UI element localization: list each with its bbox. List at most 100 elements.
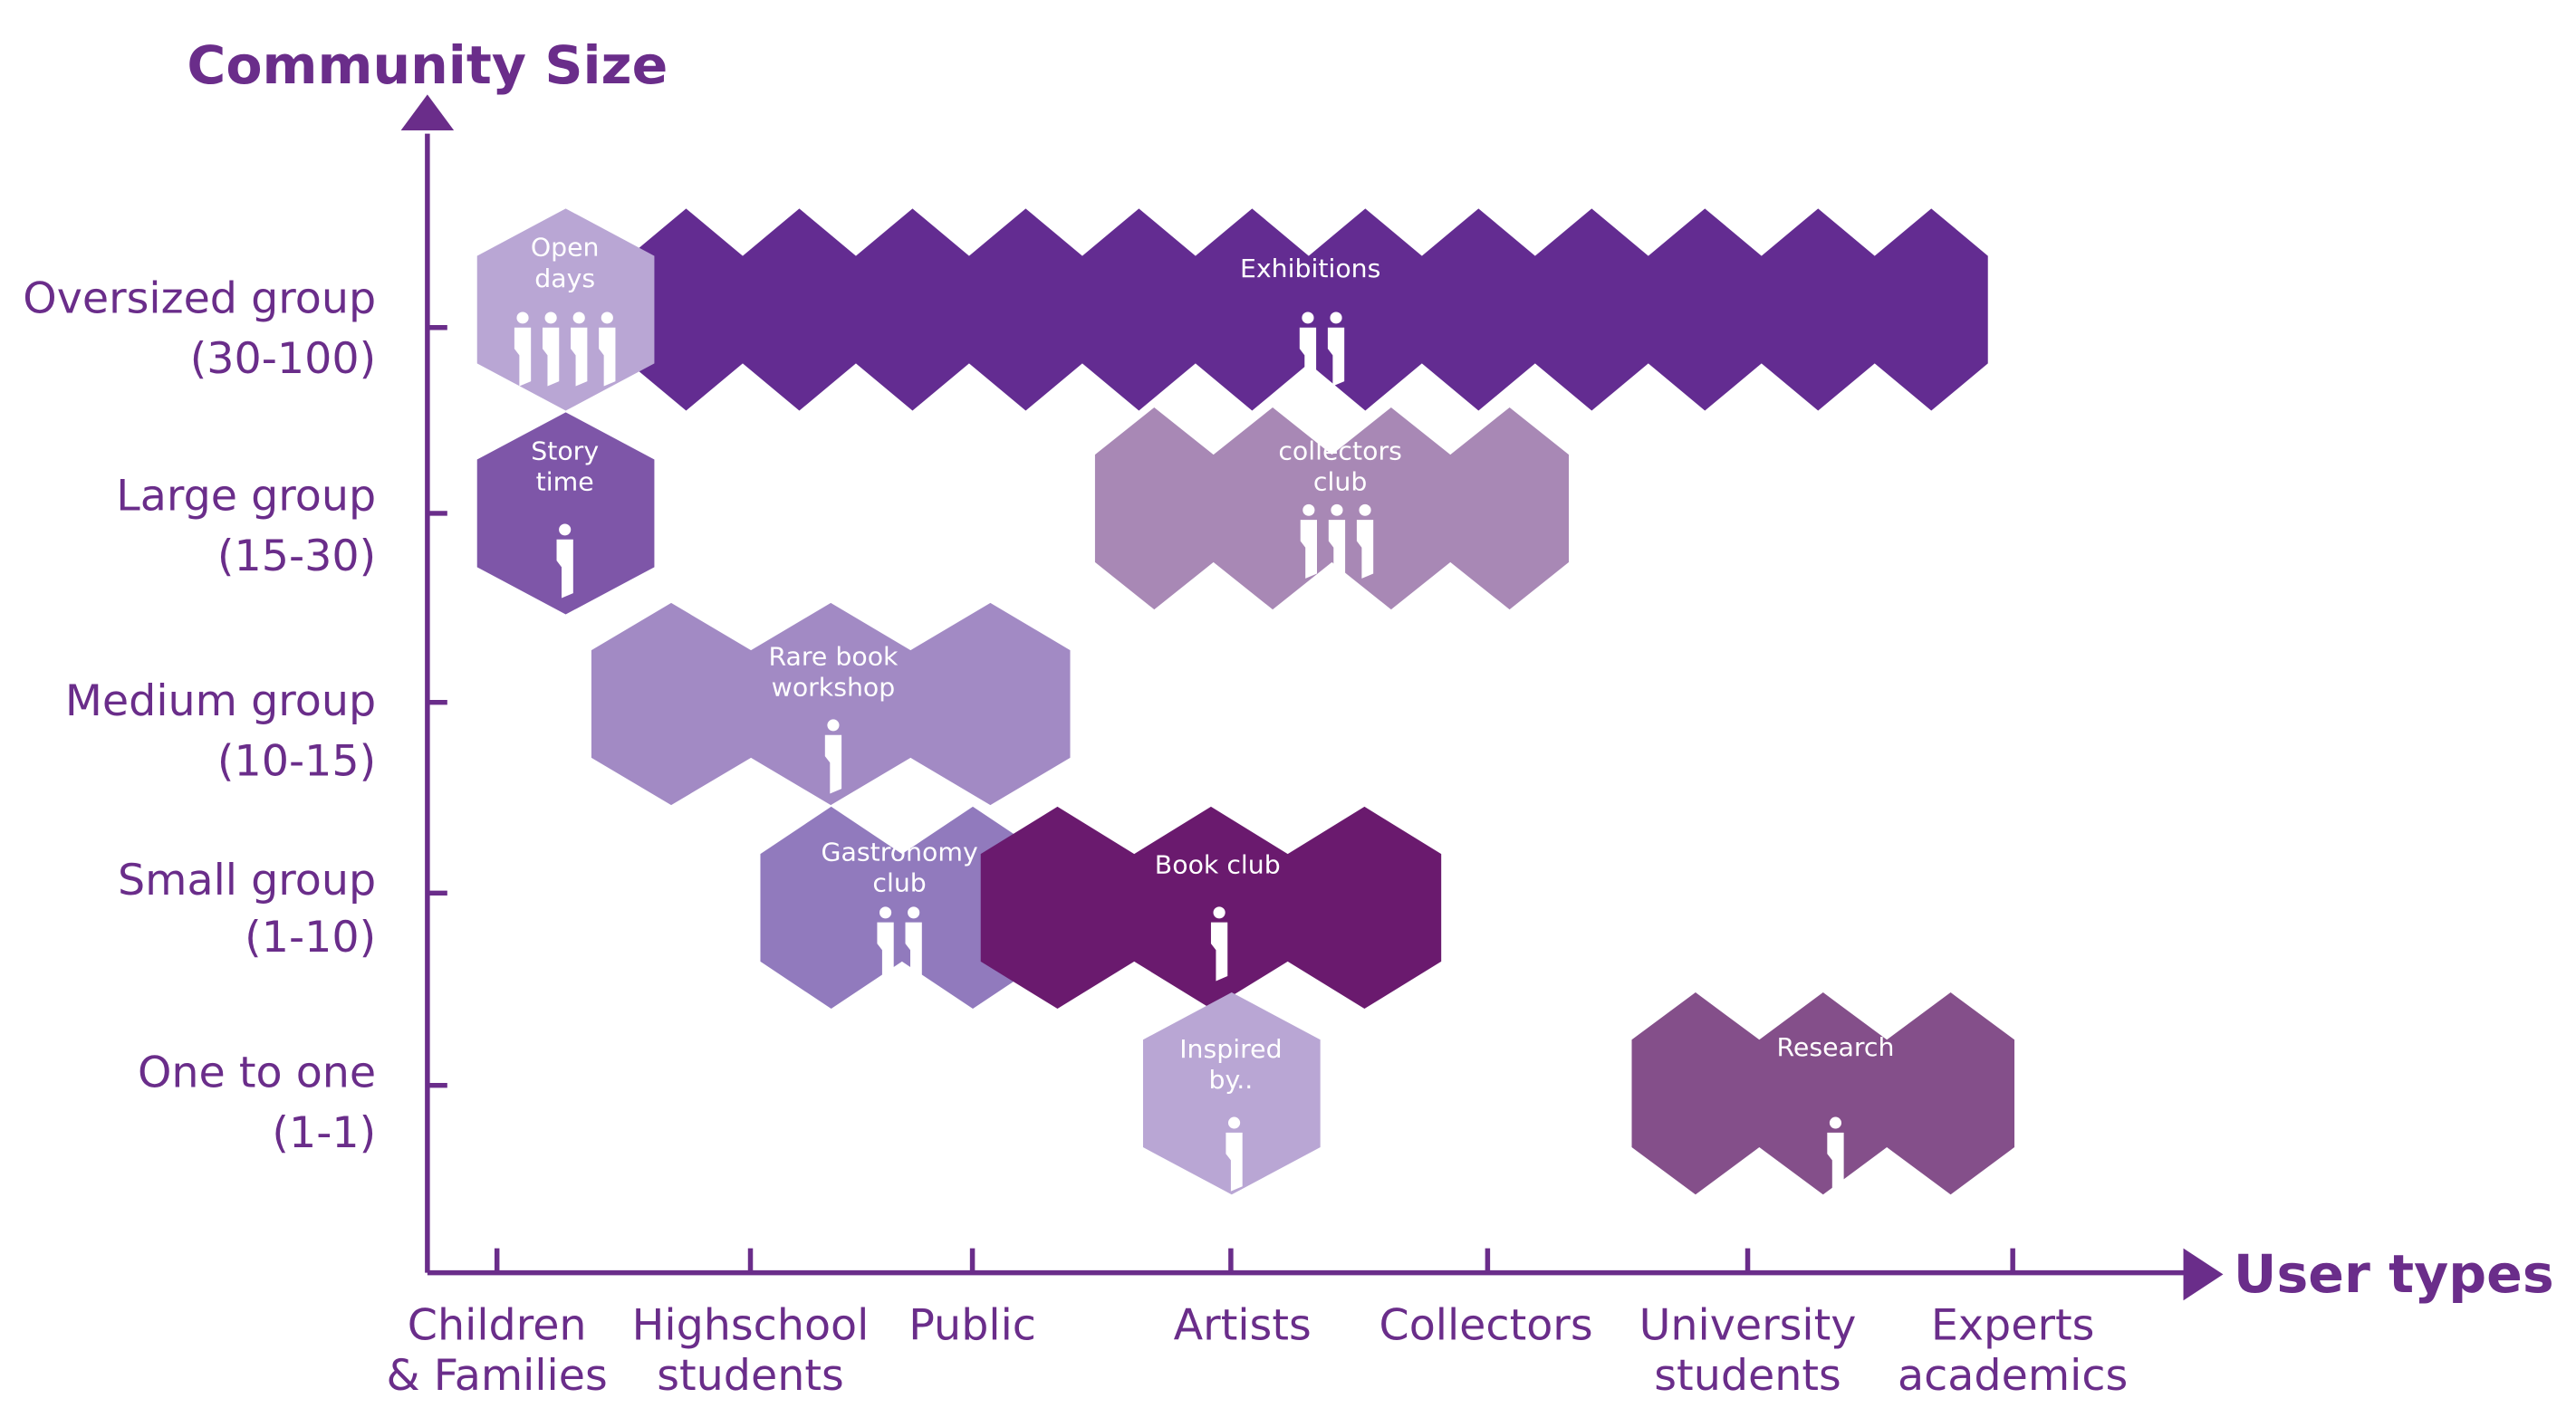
hexagon-shape: [476, 412, 655, 615]
person-body: [571, 327, 588, 387]
person-body: [824, 734, 842, 794]
x-label-children: Children: [408, 1301, 587, 1351]
person-body: [1327, 327, 1345, 387]
activity-label: collectors: [1278, 436, 1402, 466]
y-label-one-to-one: One to one: [138, 1049, 376, 1098]
activity-block-exhibitions: Exhibitions: [629, 208, 1988, 411]
hexagon-shape: [629, 208, 1988, 411]
x-label-artists: Artists: [1174, 1301, 1312, 1351]
person-body: [1299, 327, 1317, 387]
activity-label: days: [534, 263, 595, 293]
activity-label: by..: [1209, 1065, 1254, 1095]
activity-label: club: [1313, 467, 1367, 497]
person-body: [1300, 520, 1318, 579]
people-icon: [877, 906, 922, 982]
x-label-public: Public: [908, 1301, 1036, 1351]
activity-label: workshop: [772, 673, 896, 703]
activity-label: Gastronomy: [822, 837, 978, 867]
activity-blocks: ExhibitionsOpendaysStorytimecollectorscl…: [476, 208, 2014, 1195]
person-head: [1302, 311, 1314, 324]
x-label-experts-line2: academics: [1898, 1352, 2128, 1402]
person-body: [1827, 1132, 1844, 1192]
person-body: [599, 327, 616, 387]
person-head: [1302, 503, 1315, 516]
hexagon-shape: [1142, 992, 1321, 1195]
y-label-medium: Medium group: [65, 676, 376, 726]
person-head: [1330, 311, 1342, 324]
axes: [400, 94, 2224, 1301]
activity-label: time: [536, 467, 594, 497]
activity-label: Book club: [1155, 850, 1281, 880]
hexagon-shape: [760, 806, 1044, 1010]
person-body: [514, 327, 532, 387]
person-body: [1356, 520, 1374, 579]
person-head: [572, 311, 585, 324]
y-label-small-range: (1-10): [245, 913, 376, 963]
activity-label: Story: [531, 436, 599, 466]
people-icon: [1210, 906, 1228, 982]
activity-block-research: Research: [1631, 992, 2014, 1195]
hexagon-shape: [980, 806, 1442, 1010]
person-body: [1328, 520, 1346, 579]
x-axis-title: User types: [2234, 1244, 2554, 1305]
x-axis-arrow-icon: [2183, 1248, 2224, 1301]
person-head: [601, 311, 613, 324]
y-label-one-to-one-range: (1-1): [272, 1108, 376, 1158]
activity-block-book-club: Book club: [980, 806, 1442, 1010]
person-head: [1213, 906, 1226, 919]
people-icon: [1827, 1116, 1844, 1192]
activity-label: club: [872, 868, 926, 898]
person-head: [1829, 1116, 1842, 1129]
person-head: [559, 523, 572, 536]
activity-label: Exhibitions: [1240, 254, 1380, 283]
x-label-university: University: [1639, 1301, 1857, 1351]
person-head: [879, 906, 892, 919]
person-body: [1226, 1132, 1243, 1192]
person-head: [544, 311, 557, 324]
y-label-oversized-range: (30-100): [190, 334, 376, 384]
y-axis-labels: Oversized group (30-100) Large group (15…: [23, 274, 376, 1158]
x-label-collectors: Collectors: [1379, 1301, 1593, 1351]
x-label-university-line2: students: [1654, 1352, 1841, 1402]
person-head: [827, 719, 840, 732]
y-label-large: Large group: [116, 472, 376, 522]
y-label-oversized: Oversized group: [23, 274, 376, 324]
people-icon: [1226, 1116, 1243, 1192]
person-body: [556, 539, 573, 599]
person-head: [1331, 503, 1343, 516]
y-axis-title: Community Size: [187, 34, 668, 95]
person-body: [905, 922, 922, 982]
y-axis-ticks: [427, 325, 447, 1088]
y-label-medium-range: (10-15): [217, 737, 376, 787]
people-icon: [824, 719, 842, 794]
hexagon-shape: [1631, 992, 2014, 1195]
x-label-highschool: Highschool: [632, 1301, 870, 1351]
x-label-children-line2: & Families: [387, 1352, 608, 1402]
person-head: [1359, 503, 1371, 516]
person-body: [877, 922, 894, 982]
person-head: [516, 311, 529, 324]
y-axis-arrow-icon: [400, 94, 455, 130]
people-icon: [1300, 503, 1374, 579]
people-icon: [556, 523, 573, 599]
x-label-experts: Experts: [1931, 1301, 2095, 1351]
x-axis-ticks: [494, 1248, 2015, 1273]
person-body: [542, 327, 560, 387]
activity-label: Research: [1776, 1032, 1894, 1062]
y-label-large-range: (15-30): [217, 532, 376, 581]
activity-label: Rare book: [768, 642, 899, 672]
person-head: [908, 906, 920, 919]
people-icon: [1299, 311, 1345, 387]
activity-label: Open: [531, 233, 600, 263]
x-axis-labels: Children & Families Highschool students …: [387, 1301, 2129, 1401]
person-body: [1210, 922, 1228, 982]
people-icon: [514, 311, 616, 387]
activity-label: Inspired: [1179, 1034, 1282, 1064]
